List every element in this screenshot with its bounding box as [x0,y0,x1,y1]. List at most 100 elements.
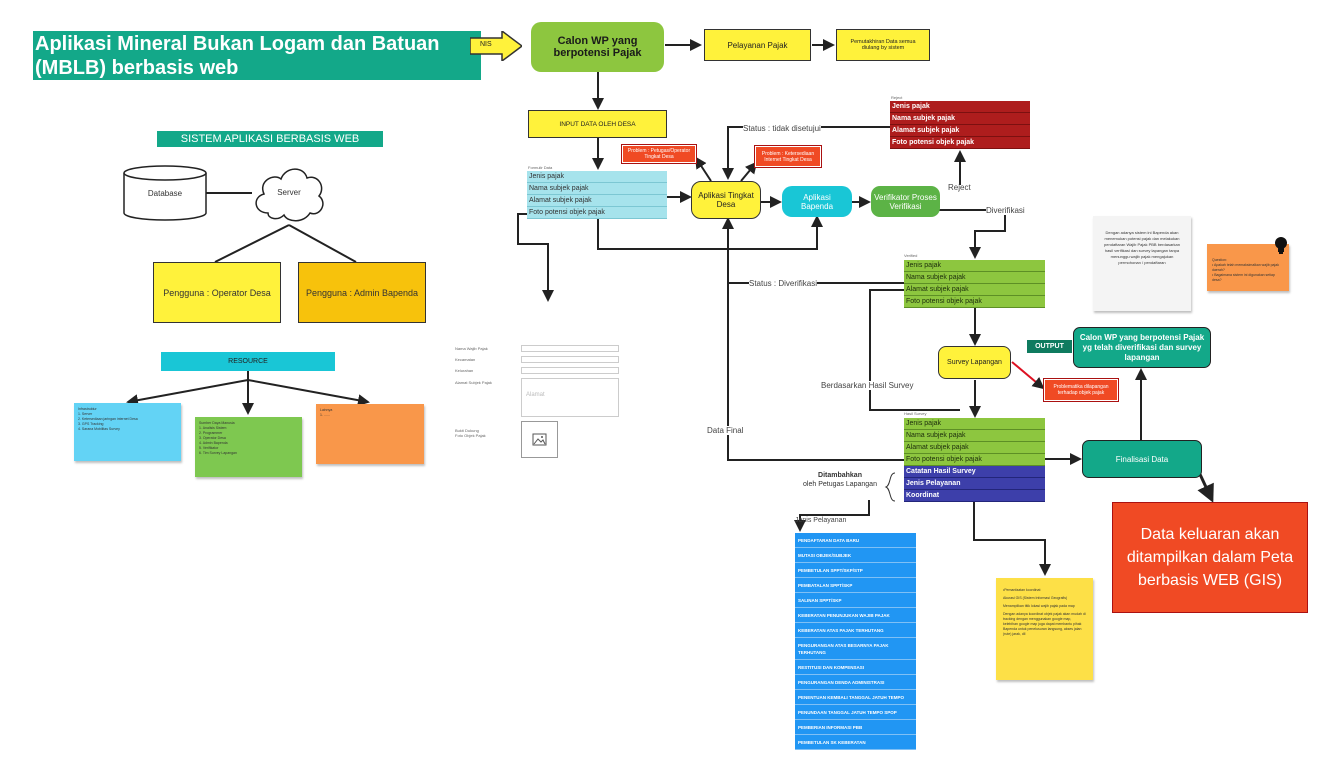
table-reject: Jenis pajak Nama subjek pajak Alamat sub… [890,101,1030,149]
reject-field-foto: Foto potensi objek pajak [890,137,1030,149]
app-title-line-1: Aplikasi Mineral Bukan Logam dan Batuan [35,33,440,55]
problem-operator: Problem : Petugas/Operator Tingkat Desa [621,144,697,164]
input-alamat[interactable]: Alamat [521,378,619,417]
label-data-final: Data Final [707,426,744,435]
note-koordinat: •Pemanfaatan koordinat Akurasi GIS (Sist… [996,578,1093,680]
title-arrow: NIS [469,29,524,63]
service-item: PEMBERIAN INFORMASI PBB [795,720,916,735]
node-aplikasi-bapenda: Aplikasi Bapenda [782,186,852,217]
database-label: Database [147,188,183,198]
service-item: PEMBETULAN SPPT/SKP/STP [795,563,916,578]
label-alamat: Alamat Subjek Pajak [455,380,492,385]
verified-caption: Verified [904,253,918,258]
section-title: SISTEM APLIKASI BERBASIS WEB [157,131,383,147]
note-sdm: Sumber Daya Manusia 1. Analisis Sistem 2… [195,417,302,477]
title-arrow-text: NIS [480,41,492,48]
node-calon-wp: Calon WP yang berpotensi Pajak [531,22,664,72]
field-alamat-subjek: Alamat subjek pajak [527,195,667,207]
title-banner [33,31,481,80]
label-berdasarkan: Berdasarkan Hasil Survey [821,381,914,390]
verified-field-nama: Nama subjek pajak [904,272,1045,284]
input-kecamatan[interactable] [521,356,619,363]
final-field-alamat: Alamat subjek pajak [904,442,1045,454]
note-question: Question: • Apakah telah memaksimalkan w… [1207,244,1289,291]
note-info: Dengan adanya sistem ini Bapenda akan me… [1093,216,1191,311]
label-diverifikasi: Diverifikasi [986,206,1025,215]
final-field-foto: Foto potensi objek pajak [904,454,1045,466]
user-operator-desa: Pengguna : Operator Desa [153,262,281,323]
server-label: Server [277,187,301,197]
app-title-line-2: (MBLB) berbasis web [35,57,239,79]
reject-field-nama: Nama subjek pajak [890,113,1030,125]
table-verified: Jenis pajak Nama subjek pajak Alamat sub… [904,260,1045,308]
final-caption: Hasil Survey [904,411,927,416]
service-item: PENDAFTARAN DATA BARU [795,533,916,548]
database-icon [123,165,207,221]
service-item: PEMBETULAN SK KEBERATAN [795,735,916,750]
table-final: Jenis pajak Nama subjek pajak Alamat sub… [904,418,1045,466]
service-item: PENGURANGAN DENDA ADMINISTRASI [795,675,916,690]
image-icon [532,433,547,446]
app-title: Aplikasi Mineral Bukan Logam dan Batuan … [35,32,485,80]
reject-field-alamat: Alamat subjek pajak [890,125,1030,137]
node-calon-final: Calon WP yang berpotensi Pajak yg telah … [1073,327,1211,368]
problem-internet: Problem : Ketersediaan Internet Tingkat … [754,145,822,168]
field-jenis-pajak: Jenis pajak [527,171,667,183]
service-item: SALINAN SPPT/SKP [795,593,916,608]
node-pelayanan-pajak: Pelayanan Pajak [704,29,811,61]
label-reject: Reject [948,183,971,192]
brace-icon [883,472,897,502]
table-extra: Catatan Hasil Survey Jenis Pelayanan Koo… [904,466,1045,502]
reject-caption: Reject [891,95,903,100]
output-badge: OUTPUT [1027,340,1072,353]
service-item: PENGURANGAN ATAS BESARNYA PAJAK TERHUTAN… [795,638,916,660]
label-nama: Nama Wajib Pajak [455,346,488,351]
service-item: RESTITUSI DAN KOMPENSASI [795,660,916,675]
label-kecamatan: Kecamatan [455,357,476,362]
image-upload[interactable] [521,421,558,458]
node-data-keluaran: Data keluaran akan ditampilkan dalam Pet… [1112,502,1308,613]
node-aplikasi-desa: Aplikasi Tingkat Desa [691,181,761,219]
service-item: KEBERATAN ATAS PAJAK TERHUTANG [795,623,916,638]
service-item: MUTASI OBJEK/SUBJEK [795,548,916,563]
extra-field-catatan: Catatan Hasil Survey [904,466,1045,478]
node-survey-lapangan: Survey Lapangan [938,346,1011,379]
ditambahkan-label: Ditambahkan oleh Petugas Lapangan [803,472,877,488]
extra-field-koordinat: Koordinat [904,490,1045,502]
server-cloud-icon [250,161,328,225]
note-infrastruktur: Infrastruktur 1. Server 2. Ketersediaan … [74,403,181,461]
reject-field-jenis: Jenis pajak [890,101,1030,113]
verified-field-jenis: Jenis pajak [904,260,1045,272]
node-pemutakhiran: Pemutakhiran Data semua diulang by siste… [836,29,930,61]
label-status-tidak: Status : tidak disetujui [743,124,821,133]
form-mockup: Nama Wajib Pajak Kecamatan Kelurahan Ala… [455,343,625,463]
service-item: KEBERATAN PENUNJUKAN WAJIB PAJAK [795,608,916,623]
field-foto-objek: Foto potensi objek pajak [527,207,667,219]
input-kelurahan[interactable] [521,367,619,374]
resource-header: RESOURCE [161,352,335,371]
service-item: PENENTUAN KEMBALI TANGGAL JATUH TEMPO [795,690,916,705]
label-status-diverifikasi: Status : Diverifikasi [749,279,818,288]
table-input-desa: Jenis pajak Nama subjek pajak Alamat sub… [527,171,667,219]
service-list: PENDAFTARAN DATA BARU MUTASI OBJEK/SUBJE… [795,533,916,750]
label-bukti: Bukti Dukung Foto Objek Pajak [455,428,486,438]
label-jenis-pelayanan: Jenis Pelayanan [795,517,847,524]
field-nama-subjek: Nama subjek pajak [527,183,667,195]
label-kelurahan: Kelurahan [455,368,474,373]
form-caption: Formulir Data [528,165,553,170]
verified-field-alamat: Alamat subjek pajak [904,284,1045,296]
input-nama[interactable] [521,345,619,352]
verified-field-foto: Foto potensi objek pajak [904,296,1045,308]
node-input-desa: INPUT DATA OLEH DESA [528,110,667,138]
service-item: PEMBATALAN SPPT/SKP [795,578,916,593]
final-field-jenis: Jenis pajak [904,418,1045,430]
service-item: PENUNDAAN TANGGAL JATUH TEMPO SPOP [795,705,916,720]
title-arrow-icon [469,29,524,63]
lightbulb-icon [1272,235,1290,255]
note-lainnya: Lainnya 1. ...... [316,404,424,464]
node-verifikator: Verifikator Proses Verifikasi [871,186,940,217]
problem-survey: Problematika dilapangan terhadap objek p… [1043,378,1119,402]
final-field-nama: Nama subjek pajak [904,430,1045,442]
extra-field-jenis-pelayanan: Jenis Pelayanan [904,478,1045,490]
